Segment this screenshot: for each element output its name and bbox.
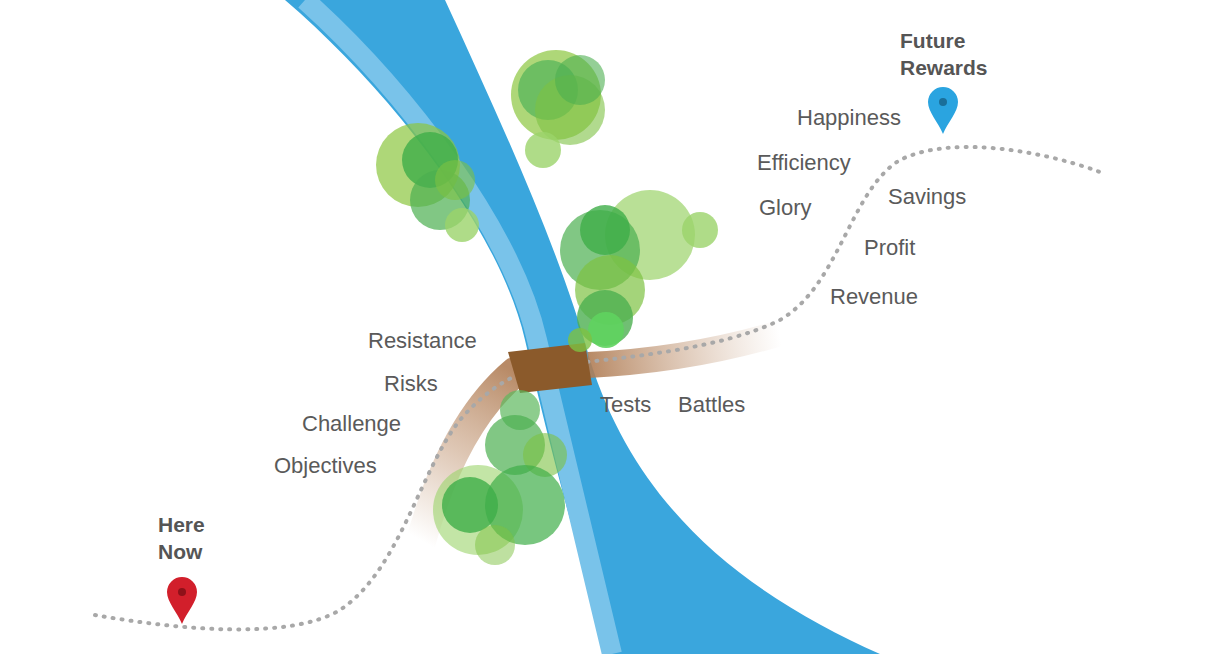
reward-label: Revenue [830,283,918,312]
reward-label: Efficiency [757,149,851,178]
start-title: Here Now [158,511,228,566]
goal-title: Future Rewards [900,27,1020,82]
reward-label: Glory [759,194,812,223]
trees [376,50,718,565]
obstacle-label: Battles [678,391,745,420]
obstacle-label: Tests [600,391,651,420]
tree [588,312,624,348]
start-pin [167,577,197,624]
tree [568,328,592,352]
goal-pin-dot [939,98,947,106]
dotted-path [95,147,1100,629]
tree [435,160,475,200]
tree [580,205,630,255]
tree [555,55,605,105]
tree [525,132,561,168]
reward-label: Savings [888,183,966,212]
obstacle-label: Resistance [368,327,477,356]
tree [475,525,515,565]
tree [682,212,718,248]
tree [445,208,479,242]
goal-pin [928,87,958,134]
reward-label: Happiness [797,104,901,133]
obstacle-label: Risks [384,370,438,399]
obstacle-label: Challenge [302,410,401,439]
obstacle-label: Objectives [274,452,377,481]
start-pin-dot [178,588,186,596]
river-shallows [305,0,612,654]
reward-label: Profit [864,234,915,263]
river [285,0,880,654]
